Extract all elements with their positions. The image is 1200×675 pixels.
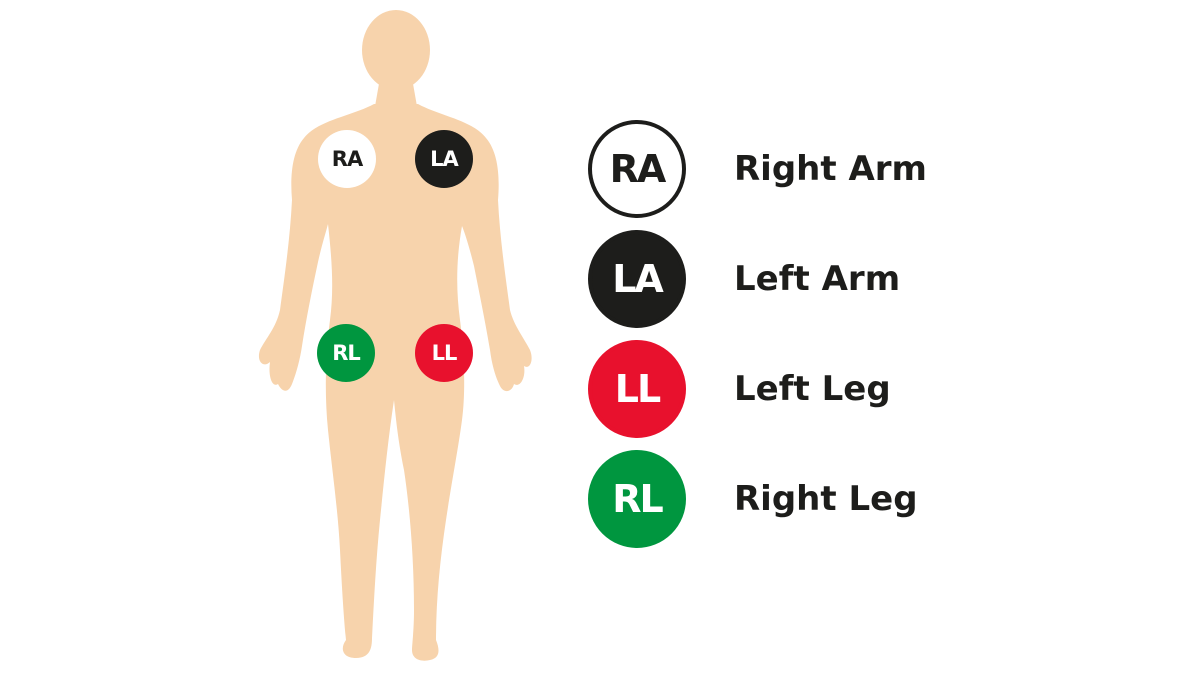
legend-label: Left Leg [734, 369, 891, 409]
body-electrode-ra: RA [318, 130, 376, 188]
legend-item-la: LA Left Arm [588, 230, 988, 328]
body-electrode-la: LA [415, 130, 473, 188]
legend-item-ll: LL Left Leg [588, 340, 988, 438]
legend-badge: LA [588, 230, 686, 328]
legend-label: Right Leg [734, 479, 918, 519]
legend-badge: RL [588, 450, 686, 548]
legend-item-rl: RL Right Leg [588, 450, 988, 548]
legend-badge: RA [588, 120, 686, 218]
legend-label: Left Arm [734, 259, 901, 299]
body-electrode-ll: LL [415, 324, 473, 382]
body-electrode-rl: RL [317, 324, 375, 382]
legend-label: Right Arm [734, 149, 927, 189]
legend-item-ra: RA Right Arm [588, 120, 988, 218]
legend-badge: LL [588, 340, 686, 438]
